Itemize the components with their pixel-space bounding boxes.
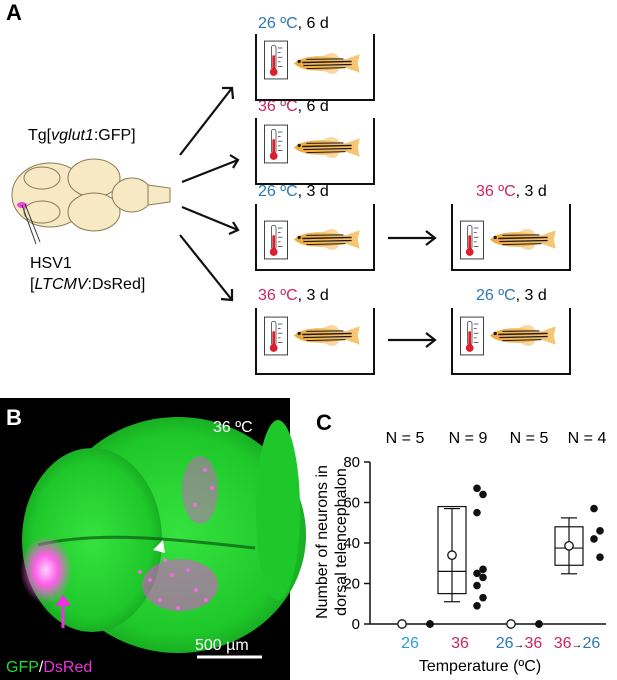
data-point xyxy=(426,620,434,628)
panel-b-letter: B xyxy=(6,405,22,430)
mean-marker xyxy=(564,540,574,551)
cond-label-4: 36 ºC, 3 d xyxy=(258,287,329,304)
data-point xyxy=(473,508,481,517)
tank-4 xyxy=(255,308,375,375)
hsv-label-line2: [LTCMV:DsRed] xyxy=(30,276,145,293)
arrowhead-marker xyxy=(153,540,165,553)
n-label: N = 5 xyxy=(386,430,425,447)
tank-5 xyxy=(451,204,571,271)
data-point xyxy=(473,569,481,578)
brain-schematic xyxy=(11,158,171,245)
cond-label-6: 26 ºC, 3 d xyxy=(476,287,547,304)
data-point xyxy=(473,601,481,610)
tg-label: Tg[vglut1:GFP] xyxy=(28,127,136,144)
n-label: N = 4 xyxy=(568,430,607,447)
magenta-arrow xyxy=(55,594,71,628)
y-tick-label: 40 xyxy=(343,535,360,552)
panel-c-chart: Number of neurons in dorsal telencephalo… xyxy=(314,430,606,675)
shift-arrows xyxy=(388,230,437,348)
cond-label-3: 26 ºC, 3 d xyxy=(258,183,329,200)
data-point xyxy=(473,484,481,493)
tank-6 xyxy=(451,308,571,375)
panel-c-letter: C xyxy=(316,410,332,435)
data-point xyxy=(479,593,487,602)
panel-b-temp: 36 ºC xyxy=(213,419,253,436)
y-tick-label: 60 xyxy=(343,495,360,512)
panel-b-image xyxy=(0,398,306,680)
branch-arrows xyxy=(179,86,240,302)
x-tick-label: 26→36 xyxy=(496,635,543,652)
x-tick-label: 36 xyxy=(451,635,469,652)
tank-1 xyxy=(255,34,375,101)
mean-marker xyxy=(506,619,516,629)
cond-label-5: 36 ºC, 3 d xyxy=(476,183,547,200)
data-point xyxy=(535,620,543,628)
y-axis-label-2: dorsal telencephalon xyxy=(333,468,350,616)
data-point xyxy=(596,527,604,535)
cond-label-1: 26 ºC, 6 d xyxy=(258,15,329,32)
tank-2 xyxy=(255,118,375,185)
y-tick-label: 0 xyxy=(352,616,360,633)
n-label: N = 5 xyxy=(510,430,549,447)
x-tick-label: 36→26 xyxy=(554,635,601,652)
y-axis-label-1: Number of neurons in xyxy=(314,465,331,619)
data-point xyxy=(596,553,604,561)
panel-a-letter: A xyxy=(6,0,22,25)
tank-3 xyxy=(255,204,375,271)
data-point xyxy=(479,565,487,574)
mean-marker xyxy=(397,619,407,629)
cond-label-2: 36 ºC, 6 d xyxy=(258,98,329,115)
channel-legend: GFP/DsRed xyxy=(6,659,92,676)
data-point xyxy=(479,573,487,582)
data-point xyxy=(590,504,598,513)
data-point xyxy=(473,581,481,590)
x-tick-label: 26 xyxy=(401,635,419,652)
data-point xyxy=(479,490,487,499)
mean-marker xyxy=(447,550,457,561)
hsv-label-line1: HSV1 xyxy=(30,255,72,272)
y-tick-label: 80 xyxy=(343,454,360,471)
n-label: N = 9 xyxy=(449,430,488,447)
scale-label: 500 µm xyxy=(195,637,249,654)
y-tick-label: 20 xyxy=(343,576,360,593)
data-point xyxy=(590,535,598,543)
x-axis-label: Temperature (ºC) xyxy=(419,658,541,675)
